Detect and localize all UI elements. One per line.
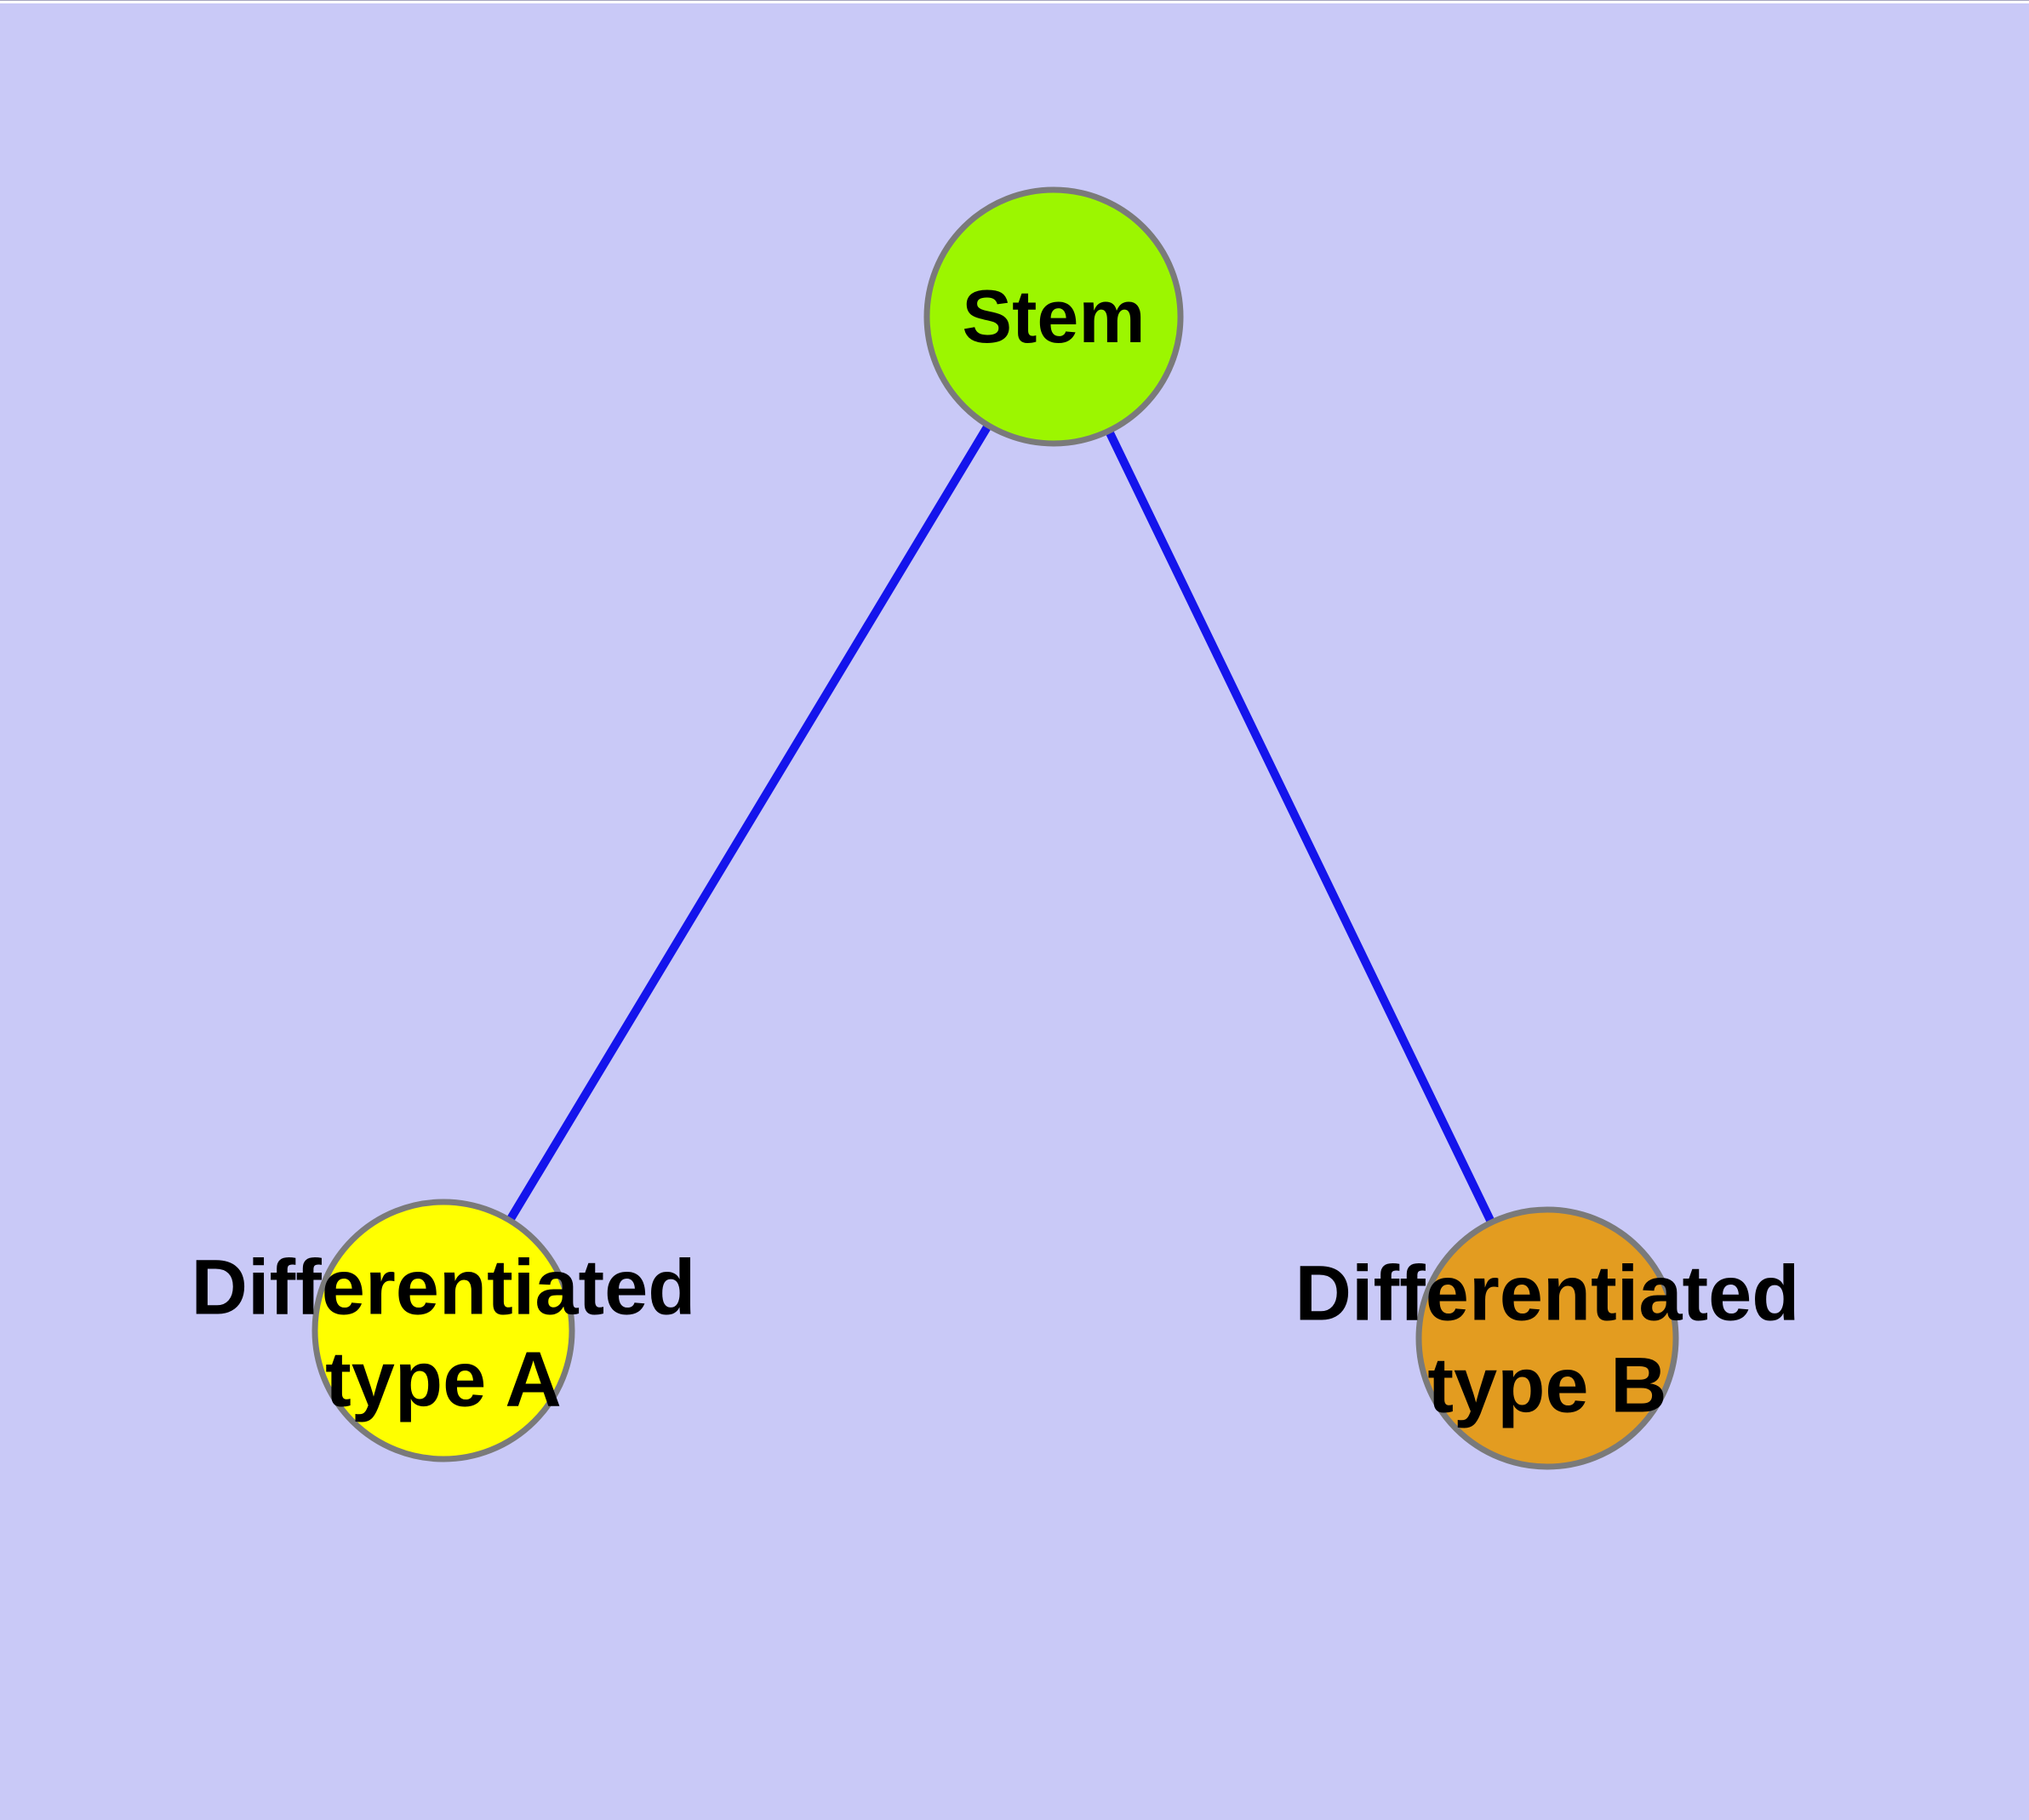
edge-stem-to-type-b	[1049, 314, 1552, 1341]
node-stem-circle	[923, 186, 1184, 447]
edge-stem-to-type-a	[439, 314, 1058, 1333]
node-type-b-circle	[1415, 1206, 1679, 1470]
node-type-a-circle	[311, 1199, 575, 1462]
window-chrome-sliver	[0, 0, 2029, 3]
